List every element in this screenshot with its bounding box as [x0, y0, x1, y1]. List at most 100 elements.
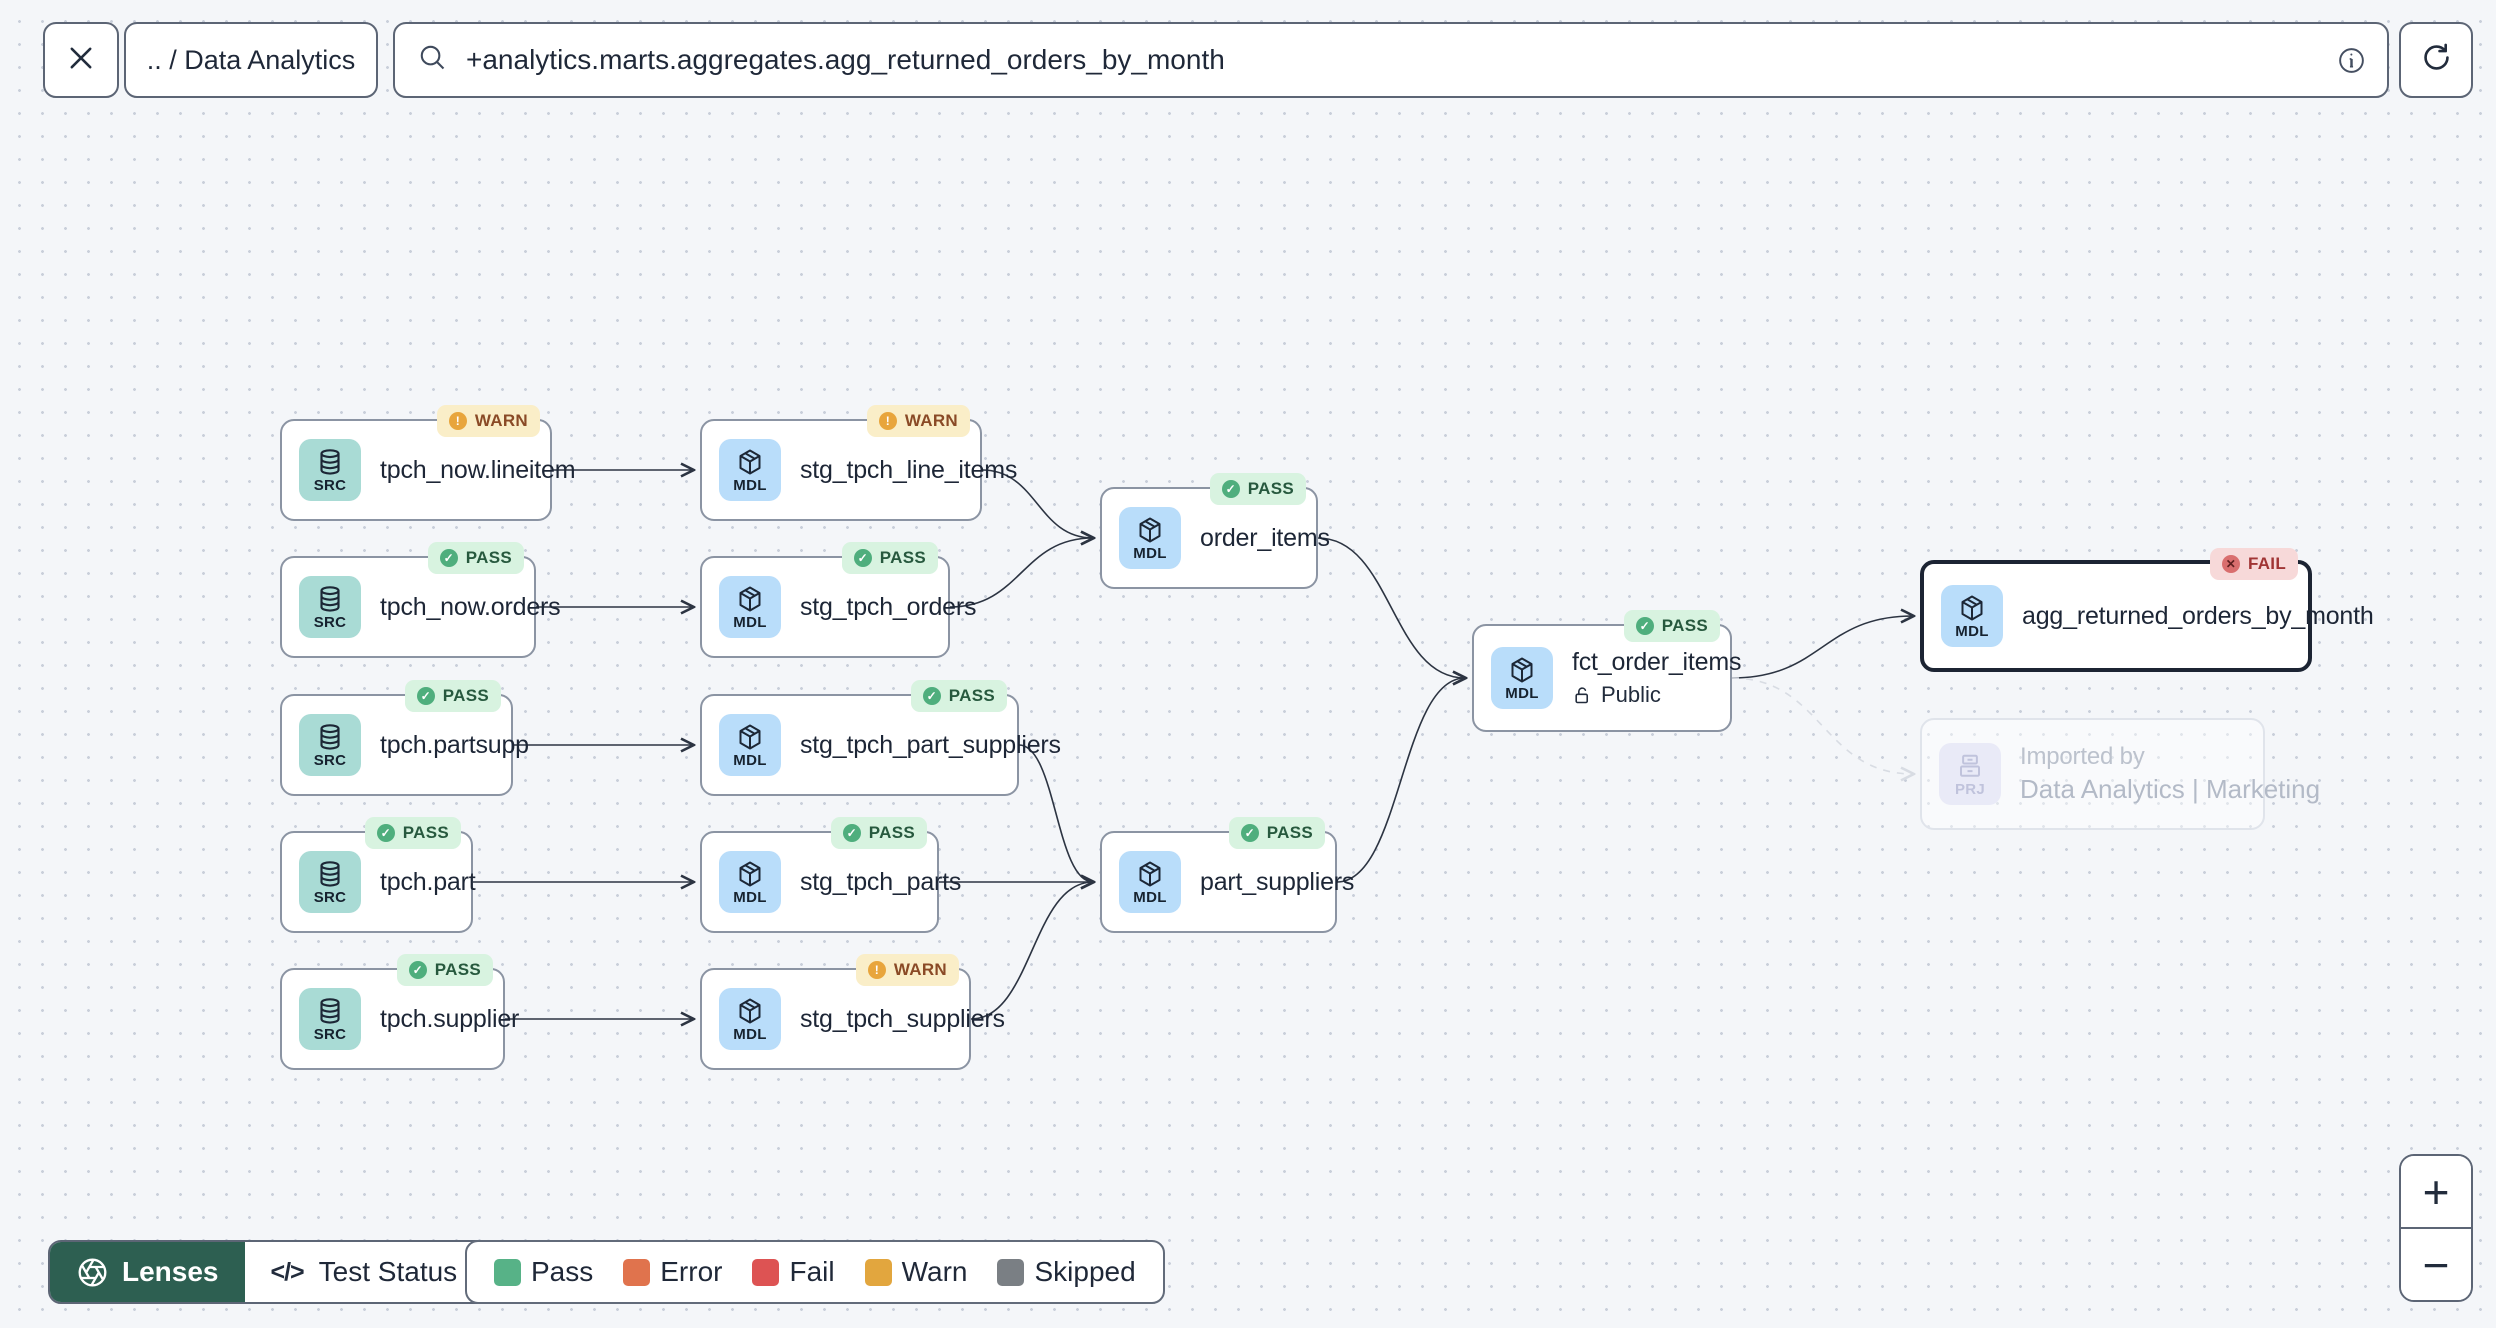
legend-item-pass: Pass	[494, 1256, 593, 1288]
tile-kind-label: MDL	[733, 1026, 767, 1043]
model-cube-icon	[735, 722, 765, 752]
model-cube-icon	[735, 584, 765, 614]
tile-kind-label: MDL	[733, 614, 767, 631]
unlock-icon	[1572, 685, 1593, 706]
status-dot-icon: ✕	[2221, 555, 2240, 573]
legend-label: Pass	[531, 1256, 594, 1287]
legend-swatch-warn	[864, 1258, 892, 1286]
status-dot-icon: ✓	[439, 549, 458, 567]
status-dot-icon: ✓	[842, 824, 861, 842]
node-label: stg_tpch_line_items	[800, 455, 1018, 484]
node-label: part_suppliers	[1200, 867, 1355, 896]
status-badge-warn: !WARN	[855, 954, 959, 986]
edge-order_items-to-fct_order_items	[1317, 537, 1465, 678]
tile-kind-label: SRC	[313, 889, 347, 906]
legend-label: Skipped	[1034, 1256, 1136, 1287]
tile-kind-label: MDL	[1133, 889, 1167, 906]
database-icon	[315, 996, 345, 1026]
lens-control-group: Lenses </> Test Status	[48, 1240, 526, 1304]
status-dot-icon: ✓	[376, 824, 395, 842]
status-dot-icon: ✓	[1240, 824, 1259, 842]
legend-label: Warn	[901, 1256, 968, 1287]
legend-item-error: Error	[623, 1256, 722, 1288]
test-status-legend: Pass Error Fail Warn Skipped	[465, 1240, 1165, 1304]
node-stg-tpch-suppliers[interactable]: MDL stg_tpch_suppliers !WARN	[700, 954, 1005, 1070]
tile-kind-label: MDL	[1133, 545, 1167, 562]
status-badge-pass: ✓PASS	[1228, 817, 1325, 849]
close-button[interactable]	[43, 22, 119, 98]
node-label: tpch.supplier	[380, 1004, 520, 1033]
node-label: stg_tpch_suppliers	[800, 1004, 1005, 1033]
model-cube-icon	[735, 447, 765, 477]
model-cube-icon	[1507, 655, 1537, 685]
node-label: fct_order_items	[1572, 648, 1742, 676]
refresh-button[interactable]	[2399, 22, 2473, 98]
legend-swatch-fail	[752, 1258, 780, 1286]
tile-kind-label: MDL	[733, 889, 767, 906]
status-badge-pass: ✓PASS	[404, 680, 501, 712]
close-icon	[64, 41, 98, 80]
src-tile: SRC	[299, 439, 361, 501]
status-badge-pass: ✓PASS	[830, 817, 927, 849]
lens-selector-test-status[interactable]: </> Test Status	[245, 1242, 524, 1302]
legend-swatch-skipped	[997, 1258, 1025, 1286]
lenses-button[interactable]: Lenses	[50, 1242, 245, 1302]
status-badge-pass: ✓PASS	[841, 542, 938, 574]
status-badge-pass: ✓PASS	[910, 680, 1007, 712]
database-icon	[315, 722, 345, 752]
mdl-tile: MDL	[719, 988, 781, 1050]
breadcrumb[interactable]: .. / Data Analytics	[124, 22, 378, 98]
search-icon	[417, 42, 448, 78]
status-dot-icon: ✓	[853, 549, 872, 567]
legend-swatch-pass	[494, 1258, 521, 1286]
tile-kind-label: SRC	[313, 752, 347, 769]
database-icon	[315, 859, 345, 889]
node-tpch-part[interactable]: SRC tpch.part ✓PASS	[280, 817, 476, 933]
src-tile: SRC	[299, 851, 361, 913]
search-input[interactable]	[464, 43, 2320, 77]
legend-item-warn: Warn	[864, 1256, 968, 1288]
status-badge-pass: ✓PASS	[364, 817, 461, 849]
edge-stg_tpch_suppliers-to-part_suppliers	[970, 882, 1093, 1020]
mdl-tile: MDL	[1119, 507, 1181, 569]
mdl-tile: MDL	[1491, 647, 1553, 709]
status-dot-icon: ✓	[1221, 480, 1240, 498]
node-label: stg_tpch_parts	[800, 867, 962, 896]
tile-kind-label: SRC	[313, 1026, 347, 1043]
mdl-tile: MDL	[719, 439, 781, 501]
info-icon[interactable]	[2336, 45, 2367, 76]
status-dot-icon: !	[878, 412, 897, 430]
legend-label: Error	[660, 1256, 723, 1287]
mdl-tile: MDL	[1119, 851, 1181, 913]
code-icon: </>	[270, 1257, 305, 1286]
search-bar[interactable]	[393, 22, 2389, 98]
model-cube-icon	[735, 996, 765, 1026]
legend-item-fail: Fail	[752, 1256, 835, 1288]
node-label: tpch.part	[380, 867, 476, 896]
tile-kind-label: MDL	[1955, 623, 1989, 640]
mdl-tile: MDL	[719, 851, 781, 913]
tile-kind-label: SRC	[313, 477, 347, 494]
mdl-tile: MDL	[719, 576, 781, 638]
status-badge-pass: ✓PASS	[427, 542, 524, 574]
status-dot-icon: ✓	[1635, 617, 1654, 635]
status-badge-fail: ✕FAIL	[2209, 548, 2298, 580]
node-label: Imported by	[2020, 743, 2145, 770]
node-stg-tpch-parts[interactable]: MDL stg_tpch_parts ✓PASS	[700, 817, 961, 933]
zoom-in-button[interactable]: +	[2401, 1156, 2471, 1227]
node-part-suppliers[interactable]: MDL part_suppliers ✓PASS	[1100, 817, 1354, 933]
model-cube-icon	[1957, 593, 1987, 623]
zoom-out-button[interactable]: −	[2401, 1227, 2471, 1300]
